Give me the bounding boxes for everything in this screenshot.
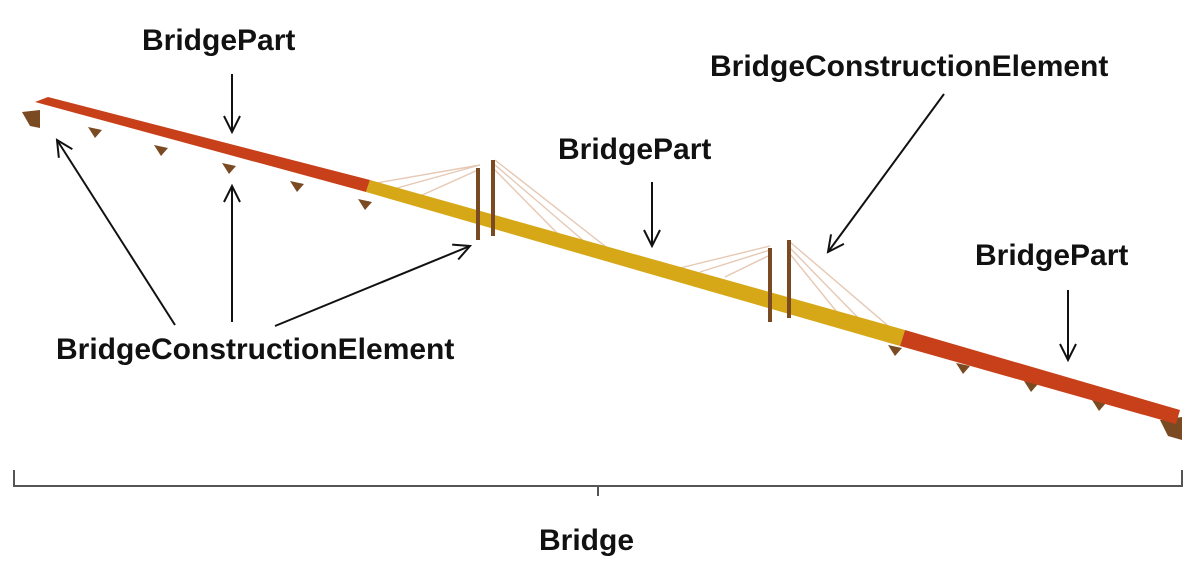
approach-deck-right bbox=[900, 330, 1180, 424]
bridge-part-label-right: BridgePart bbox=[975, 239, 1129, 272]
pylon-left bbox=[476, 160, 495, 240]
construction-element-label-left: BridgeConstructionElement bbox=[56, 333, 455, 366]
construction-element-label-right: BridgeConstructionElement bbox=[710, 50, 1109, 83]
arrow-bce-left-1 bbox=[57, 140, 176, 326]
bridge-label: Bridge bbox=[539, 524, 635, 557]
bridge-part-label-middle: BridgePart bbox=[558, 133, 712, 166]
arrows bbox=[57, 74, 1068, 360]
arrow-bce-left-3 bbox=[274, 246, 470, 327]
bridge-brace bbox=[13, 470, 1183, 496]
approach-piers bbox=[22, 110, 1182, 440]
main-span-deck bbox=[366, 180, 905, 346]
bridge-part-label-left: BridgePart bbox=[142, 24, 296, 57]
suspension-cables bbox=[364, 159, 901, 337]
approach-deck-left bbox=[35, 97, 370, 192]
arrow-bce-right bbox=[828, 93, 945, 252]
pylon-right bbox=[768, 240, 791, 322]
